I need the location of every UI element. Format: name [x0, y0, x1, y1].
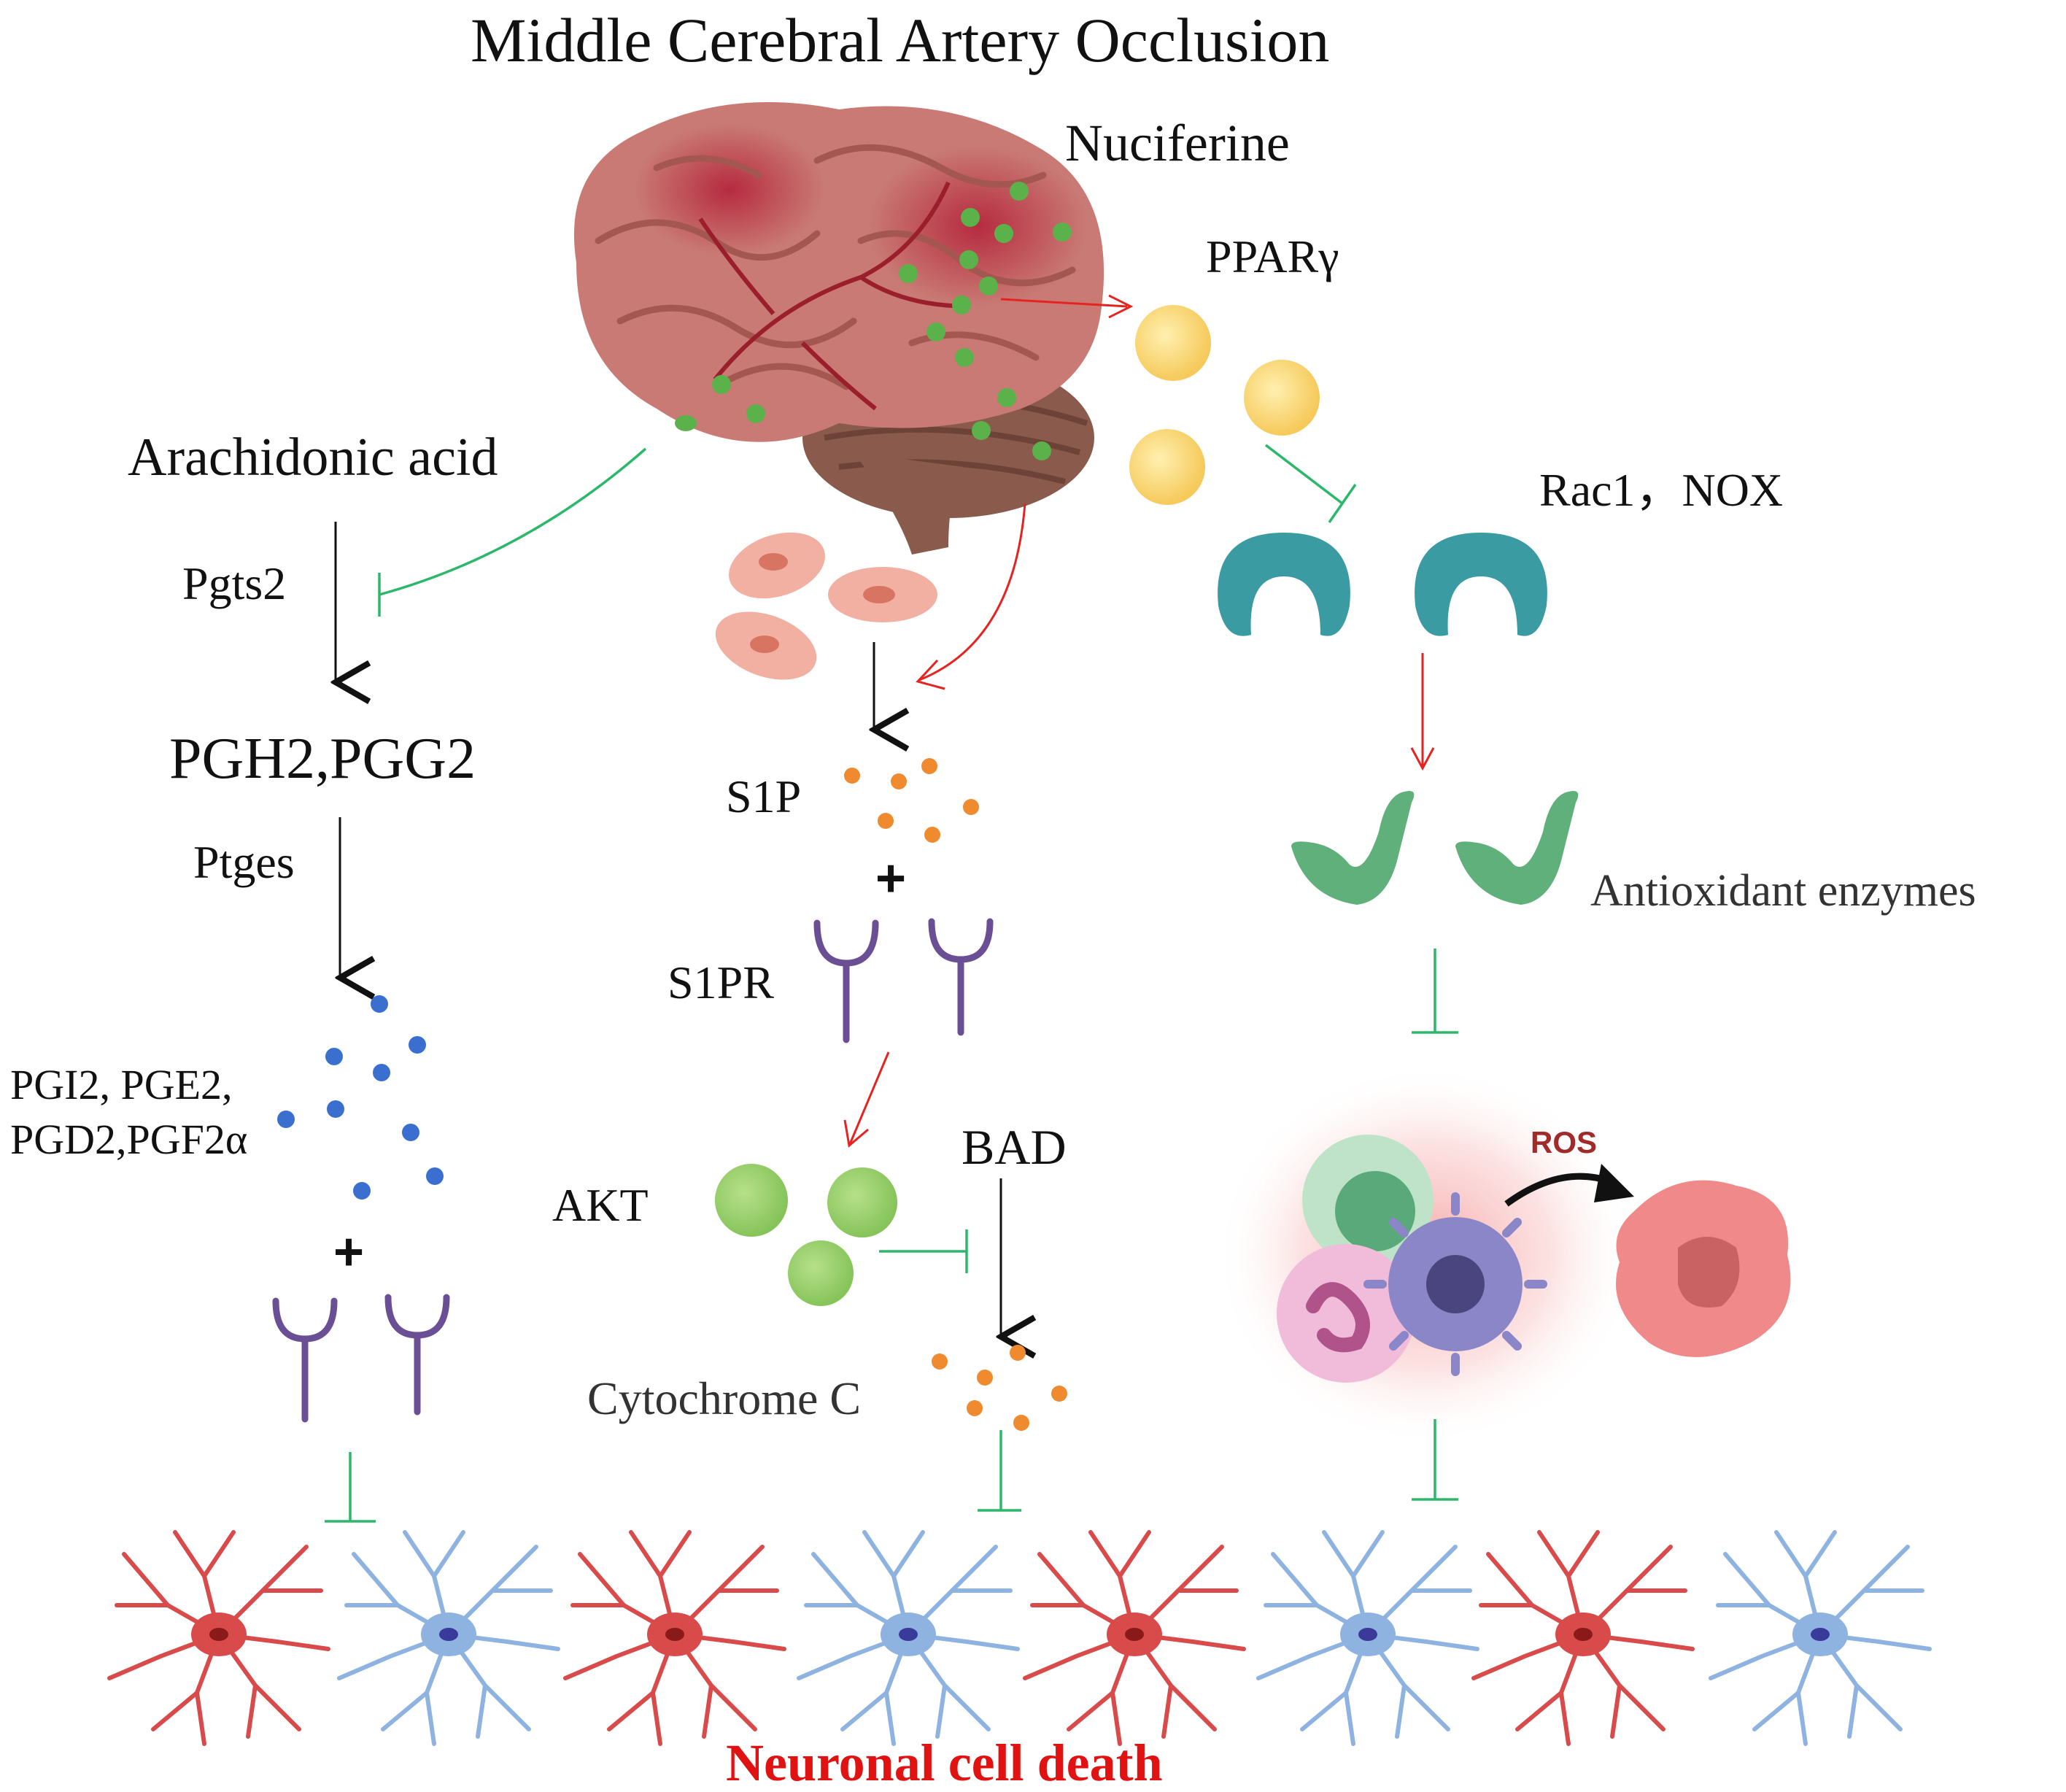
endothelial-cells [715, 532, 937, 680]
rac-nox-label: Rac1，NOX [1539, 464, 1784, 516]
s1pr-receptors [813, 918, 994, 1043]
inhibit-middle-neurons [978, 1430, 1021, 1512]
inhibit-right-neurons [1412, 1419, 1458, 1501]
neuron-icon [797, 1530, 1020, 1746]
cytochrome-c-label: Cytochrome C [587, 1372, 862, 1424]
s1pr-label: S1PR [668, 957, 774, 1008]
pgh2-pgg2-label: PGH2,PGG2 [169, 727, 476, 791]
antioxidant-proteins [1291, 791, 1579, 905]
rac-nox-proteins [1218, 533, 1547, 636]
neuron-icon [1023, 1530, 1246, 1746]
ptges-label: Ptges [193, 836, 295, 888]
akt-label: AKT [552, 1179, 649, 1231]
s1p-dots [844, 758, 979, 843]
ppar-proteins [1129, 305, 1320, 505]
immune-cells [1277, 1135, 1547, 1383]
outcome-label: Neuronal cell death [726, 1734, 1163, 1792]
diagram-title: Middle Cerebral Artery Occlusion [471, 5, 1330, 75]
s1p-label: S1P [726, 771, 802, 822]
arrow-brain-to-ppar [1000, 294, 1134, 319]
ros-arrow [1504, 1164, 1634, 1207]
inhibit-pgts2 [378, 447, 647, 617]
neuron-icon [1471, 1530, 1695, 1746]
ppar-label: PPARγ [1206, 231, 1339, 282]
prostaglandins-label-2: PGD2,PGF2α [10, 1116, 248, 1163]
left-receptors [272, 1294, 450, 1423]
drug-label: Nuciferine [1065, 114, 1290, 172]
arachidonic-acid-label: Arachidonic acid [128, 428, 498, 487]
inhibit-left-neurons [325, 1452, 376, 1523]
damaged-cell [1616, 1180, 1791, 1357]
arrow-brain-to-s1p [916, 503, 1026, 690]
ros-label: ROS [1531, 1125, 1598, 1159]
neuron-icon [107, 1530, 330, 1746]
neuron-icon [563, 1530, 786, 1746]
akt-proteins [715, 1164, 897, 1306]
plus-sign-left: + [333, 1223, 365, 1281]
neuron-icon [1709, 1530, 1932, 1746]
arrow-s1pr-to-akt [843, 1051, 890, 1148]
neuron-icon [1256, 1530, 1479, 1746]
brain-illustration [573, 102, 1104, 555]
plus-sign-middle: + [875, 849, 907, 908]
cytochrome-dots [932, 1345, 1067, 1431]
inhibit-rac-nox [1264, 444, 1357, 523]
neurons [107, 1530, 1932, 1746]
pgts2-label: Pgts2 [182, 557, 287, 609]
arrow-rac-to-antioxidant [1410, 653, 1435, 771]
inhibit-bad [879, 1229, 968, 1273]
nuciferine-dots [675, 182, 1072, 460]
neuron-icon [337, 1530, 560, 1746]
bad-label: BAD [962, 1119, 1067, 1175]
antioxidant-enzymes-label: Antioxidant enzymes [1590, 866, 1976, 916]
prostaglandin-dots [277, 995, 444, 1200]
prostaglandins-label-1: PGI2, PGE2, [10, 1061, 233, 1108]
inhibit-ros [1412, 949, 1458, 1034]
